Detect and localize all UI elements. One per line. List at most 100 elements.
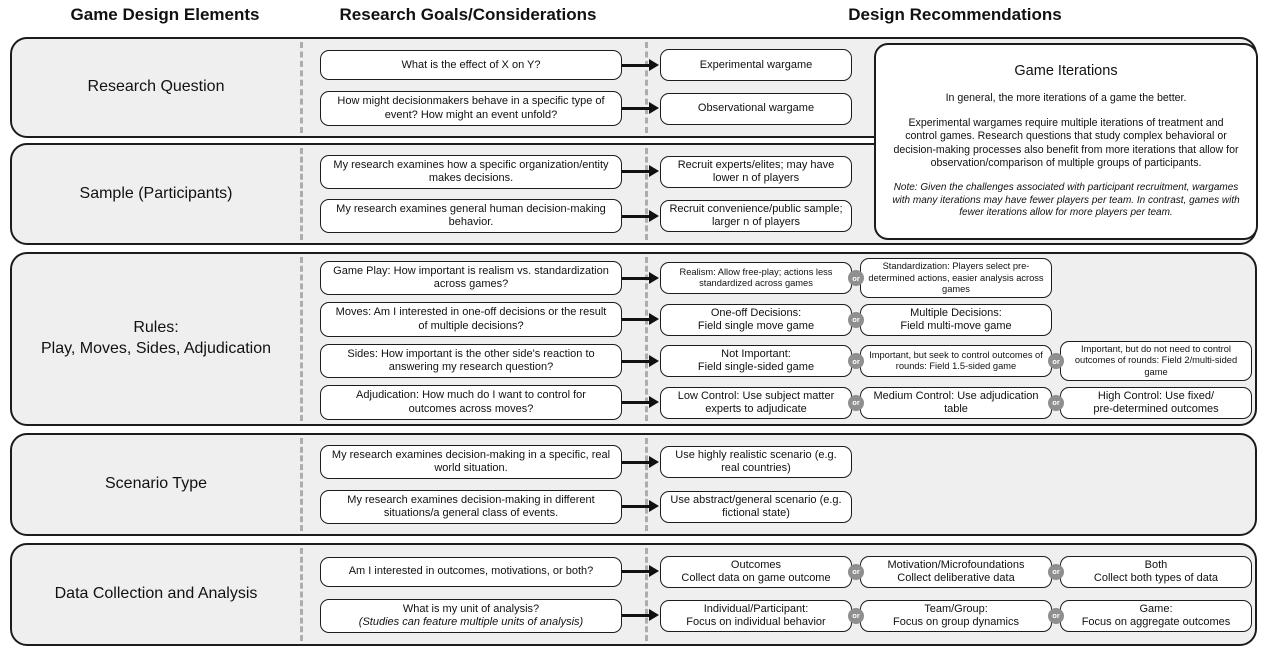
row-label: Rules:Play, Moves, Sides, Adjudication [12, 254, 300, 424]
column-divider [645, 148, 648, 240]
row-label-line: Play, Moves, Sides, Adjudication [40, 340, 272, 357]
pair-line: My research examines decision-making in … [320, 489, 1251, 524]
question-line: What is the effect of X on Y? [401, 58, 541, 71]
recommendation-line: Collect both types of data [1093, 571, 1219, 584]
question-box: Adjudication: How much do I want to cont… [320, 385, 622, 420]
question-line: Adjudication: How much do I want to cont… [356, 389, 586, 415]
recommendation-box: Not Important:Field single-sided game [660, 345, 852, 378]
pair-line: My research examines general human decis… [320, 198, 1251, 234]
recommendation-line: Collect deliberative data [897, 571, 1015, 584]
recommendation-line: Individual/Participant: [703, 602, 809, 615]
recommendation-line: Game: [1139, 602, 1173, 615]
flow-arrow [622, 58, 659, 71]
recommendation-options: Individual/Participant:Focus on individu… [660, 599, 1252, 632]
recommendation-line: pre-determined outcomes [1093, 402, 1219, 415]
column-divider [645, 548, 648, 641]
recommendation-box: Recruit convenience/public sample; large… [660, 200, 852, 233]
column-divider [300, 42, 303, 133]
recommendation-box: Realism: Allow free-play; actions less s… [660, 262, 852, 295]
question-box: How might decisionmakers behave in a spe… [320, 91, 622, 126]
column-divider [645, 257, 648, 421]
or-connector: or [848, 311, 864, 328]
flow-arrow [622, 565, 659, 578]
recommendation-box: Multiple Decisions:Field multi-move game [860, 303, 1052, 336]
or-connector: or [848, 270, 864, 287]
recommendation-box: Important, but seek to control outcomes … [860, 345, 1052, 378]
flow-arrow [622, 455, 659, 468]
recommendation-box: Experimental wargame [660, 49, 852, 82]
column-divider [645, 42, 648, 133]
or-connector: or [848, 394, 864, 411]
recommendation-line: Important, but do not need to control ou… [1074, 344, 1238, 377]
recommendation-line: Use highly realistic scenario (e.g. real… [675, 449, 837, 475]
recommendation-line: Multiple Decisions: [910, 306, 1002, 319]
row-label: Sample (Participants) [12, 145, 300, 243]
question-line: My research examines general human decis… [336, 202, 606, 229]
question-line: Sides: How important is the other side's… [347, 347, 595, 374]
recommendation-line: Realism: Allow free-play; actions less s… [679, 266, 833, 289]
question-box: My research examines general human decis… [320, 198, 622, 234]
column-header-design-recommendations: Design Recommendations [848, 5, 1062, 24]
recommendation-options: Recruit convenience/public sample; large… [660, 200, 852, 233]
question-box: Game Play: How important is realism vs. … [320, 261, 622, 296]
design-element-row: Rules:Play, Moves, Sides, Adjudication Ga… [10, 252, 1257, 426]
pair-line: My research examines how a specific orga… [320, 154, 1251, 190]
question-line: My research examines decision-making in … [331, 449, 611, 475]
recommendation-options: One-off Decisions:Field single move game… [660, 303, 1052, 336]
game-iterations-panel: Game Iterations In general, the more ite… [874, 43, 1258, 240]
column-divider [300, 548, 303, 641]
game-iterations-body-2: Experimental wargames require multiple i… [893, 117, 1239, 169]
flow-arrow [622, 102, 659, 115]
flow-arrow [622, 500, 659, 513]
or-connector: or [1048, 563, 1064, 580]
row-label: Scenario Type [12, 435, 300, 534]
recommendation-line: Standardization: Players select pre-dete… [868, 261, 1044, 294]
flow-arrow [622, 609, 659, 622]
or-connector: or [1048, 353, 1064, 370]
pair-line: How might decisionmakers behave in a spe… [320, 91, 1251, 126]
question-box: Sides: How important is the other side's… [320, 343, 622, 379]
row-label: Research Question [12, 39, 300, 136]
recommendation-box: High Control: Use fixed/pre-determined o… [1060, 386, 1252, 419]
recommendation-line: Field multi-move game [900, 319, 1012, 332]
recommendation-box: Recruit experts/elites; may have lower n… [660, 155, 852, 188]
pair-line: What is the effect of X on Y? Experimenta… [320, 49, 1251, 82]
pair-line: What is my unit of analysis?(Studies can… [320, 598, 1252, 634]
pair-line: Am I interested in outcomes, motivations… [320, 555, 1252, 588]
or-connector: or [1048, 607, 1064, 624]
pair-line: Sides: How important is the other side's… [320, 341, 1252, 382]
question-line: My research examines decision-making in … [347, 493, 595, 519]
row-content: Game Play: How important is realism vs. … [320, 254, 1252, 424]
question-box: My research examines how a specific orga… [320, 154, 622, 190]
row-content: My research examines decision-making in … [320, 435, 1251, 534]
recommendation-box: Important, but do not need to control ou… [1060, 341, 1252, 382]
recommendation-box: Low Control: Use subject matter experts … [660, 386, 852, 419]
recommendation-box: Observational wargame [660, 92, 852, 125]
or-connector: or [848, 607, 864, 624]
or-connector: or [848, 563, 864, 580]
recommendation-line: Medium Control: Use adjudication table [873, 389, 1039, 415]
or-connector: or [848, 353, 864, 370]
column-divider [300, 257, 303, 421]
column-divider [645, 438, 648, 531]
recommendation-box: Team/Group:Focus on group dynamics [860, 599, 1052, 632]
pair-line: My research examines decision-making in … [320, 445, 1251, 480]
recommendation-line: Outcomes [730, 558, 782, 571]
row-content: My research examines how a specific orga… [320, 145, 1251, 243]
recommendation-line: Observational wargame [697, 102, 815, 115]
game-iterations-title: Game Iterations [1014, 63, 1118, 80]
recommendation-line: One-off Decisions: [710, 306, 802, 319]
row-label: Data Collection and Analysis [12, 545, 300, 644]
recommendation-line: Field single move game [697, 319, 815, 332]
question-line: (Studies can feature multiple units of a… [358, 615, 584, 628]
question-box: My research examines decision-making in … [320, 489, 622, 524]
design-element-row: Data Collection and Analysis Am I interes… [10, 543, 1257, 646]
recommendation-line: Important, but seek to control outcomes … [869, 349, 1043, 372]
row-content: What is the effect of X on Y? Experimenta… [320, 39, 1251, 136]
recommendation-line: Not Important: [721, 348, 791, 361]
row-label-line: Scenario Type [105, 475, 207, 493]
recommendation-line: Low Control: Use subject matter experts … [677, 389, 835, 415]
